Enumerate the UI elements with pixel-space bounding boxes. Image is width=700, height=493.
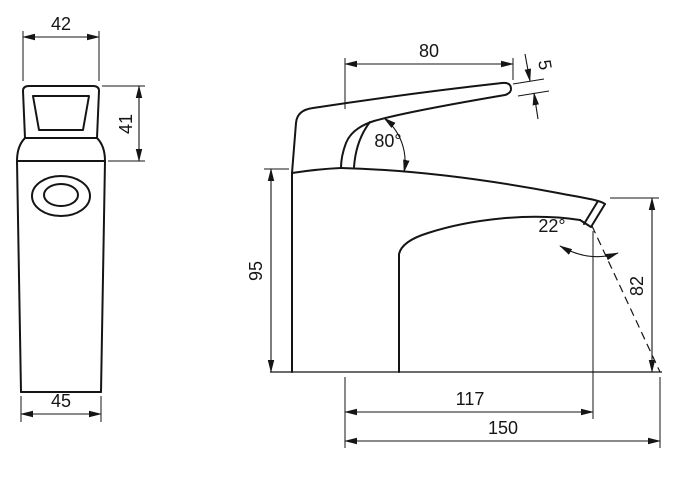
side-spout-top-edge — [340, 167, 606, 205]
side-spout-underside — [398, 215, 581, 373]
dim-5-arrow-upper — [524, 53, 531, 82]
dim-5-extension-bottom — [517, 90, 550, 97]
dim-42-value: 42 — [51, 14, 71, 34]
dim-150-value: 150 — [488, 418, 518, 438]
dim-side-handle-thickness: 5 — [512, 53, 556, 120]
side-spout-tip-face — [590, 203, 606, 228]
dim-82-value: 82 — [627, 276, 647, 296]
front-view: 42 41 45 — [16, 14, 145, 422]
dim-side-spout-reach: 117 — [344, 231, 594, 448]
front-body-side-right — [100, 160, 106, 393]
front-spout-outlet-outer — [31, 175, 91, 217]
front-body-flare-right — [96, 137, 106, 162]
dim-5-extension-top — [512, 78, 545, 85]
side-handle-inner-line — [353, 121, 371, 168]
dim-80deg-arc — [383, 117, 410, 173]
dim-side-handle-length: 80 — [344, 41, 514, 109]
spray-direction-dashed-line — [591, 225, 661, 373]
dim-5-value: 5 — [534, 58, 555, 71]
side-handle-back-edge — [291, 122, 297, 174]
dim-front-handle-height: 41 — [102, 85, 145, 162]
side-aerator-step — [579, 219, 592, 228]
dim-117-value: 117 — [456, 389, 485, 409]
side-body-top-seam — [291, 167, 342, 174]
side-handle-lever-outline — [295, 81, 512, 169]
front-body-flare-left — [16, 137, 26, 162]
dim-22deg-value: 22° — [538, 216, 565, 236]
dim-side-overall-reach: 150 — [344, 377, 661, 448]
dim-22deg-arc — [559, 245, 619, 261]
dim-80deg-value: 80° — [374, 131, 401, 151]
side-spout-tip-inner-line — [583, 200, 599, 225]
dim-side-body-height: 95 — [246, 168, 289, 373]
dim-41-value: 41 — [116, 114, 136, 134]
dim-front-top-width: 42 — [22, 14, 100, 81]
dim-95-value: 95 — [246, 261, 266, 281]
side-view: 80 5 80° 95 — [246, 41, 662, 448]
dim-side-spray-angle: 22° — [538, 216, 661, 373]
dim-80-value: 80 — [419, 41, 439, 61]
dim-front-base-width: 45 — [20, 391, 102, 422]
dim-45-value: 45 — [51, 391, 71, 411]
front-body-side-left — [16, 160, 22, 393]
dim-5-arrow-lower — [532, 92, 540, 120]
dim-side-handle-angle: 80° — [374, 117, 410, 173]
front-spout-outlet-inner — [43, 183, 79, 207]
dim-side-outlet-height: 82 — [610, 197, 659, 373]
front-handle-cap-outline — [22, 85, 100, 139]
front-handle-grip-outline — [32, 95, 90, 131]
